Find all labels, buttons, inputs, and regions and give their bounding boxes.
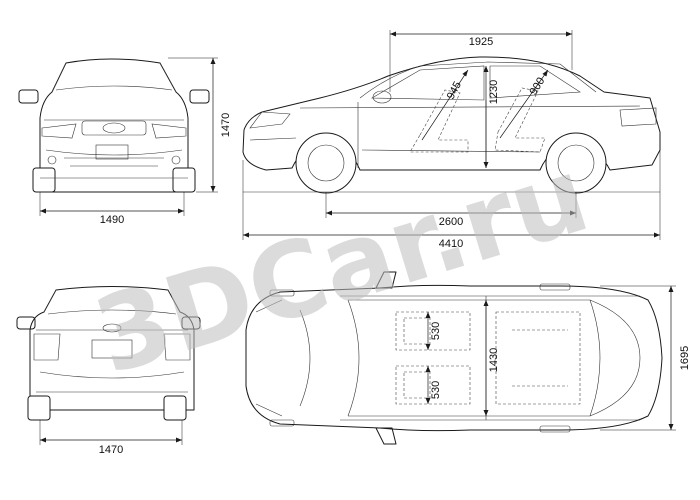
overall-width-dimension: 1695 xyxy=(600,285,691,431)
roof-length-label: 1925 xyxy=(469,36,493,48)
wheelbase-label: 2600 xyxy=(439,216,463,228)
rear-track-dimension: 1470 xyxy=(39,420,183,456)
interior-width-dimension: 1430 xyxy=(483,300,500,416)
overall-width-label: 1695 xyxy=(679,346,691,370)
side-view xyxy=(242,56,661,194)
front-headroom-label: 945 xyxy=(445,80,464,102)
rear-view xyxy=(16,286,201,421)
front-seat-width-label: 530 xyxy=(430,322,442,340)
front-height-label: 1470 xyxy=(220,113,232,137)
roof-length-dimension: 1925 xyxy=(389,30,573,92)
rear-seat-width-label: 530 xyxy=(430,381,442,399)
front-headroom-dimension: 945 xyxy=(421,69,469,141)
rear-track-label: 1470 xyxy=(99,444,123,456)
front-track-label: 1490 xyxy=(100,214,124,226)
rear-seat-width-dimension: 530 xyxy=(425,366,442,404)
rear-headroom-dimension: 900 xyxy=(499,69,549,139)
wheelbase-dimension: 2600 xyxy=(325,192,577,228)
interior-height-label: 1230 xyxy=(488,80,500,104)
interior-height-dimension: 1230 xyxy=(483,66,500,168)
front-track-dimension: 1490 xyxy=(39,192,185,226)
front-height-dimension: 1470 xyxy=(168,57,232,193)
top-view xyxy=(245,271,663,445)
front-seat-width-dimension: 530 xyxy=(425,312,442,350)
overall-length-label: 4410 xyxy=(439,238,463,250)
overall-length-dimension: 4410 xyxy=(242,150,661,250)
interior-width-label: 1430 xyxy=(488,348,500,372)
front-view xyxy=(18,58,210,193)
